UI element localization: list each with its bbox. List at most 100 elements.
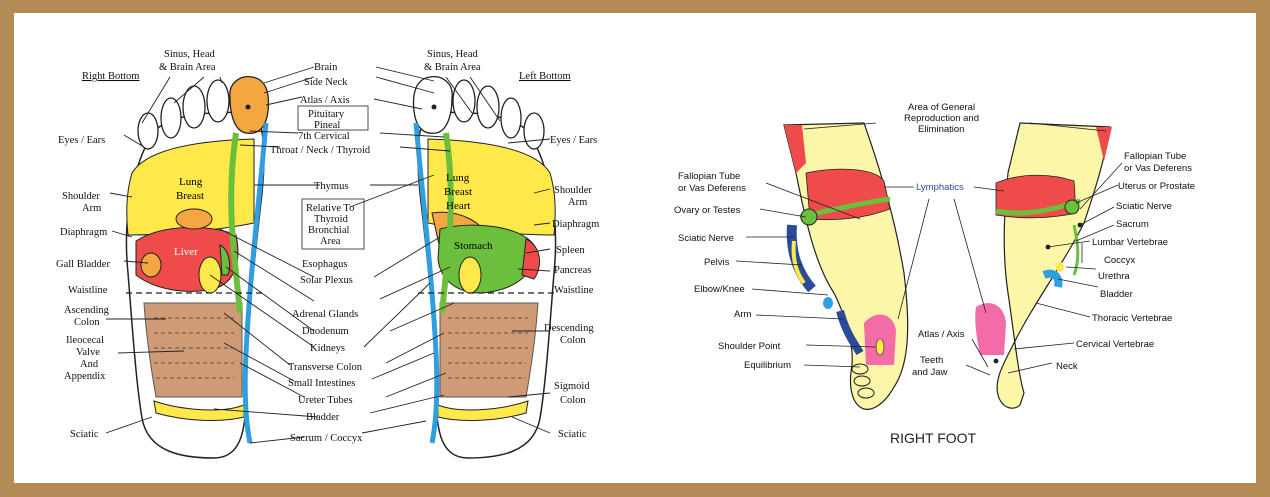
- label-sigmoid-2: Colon: [560, 395, 586, 406]
- label-small-intestines: Small Intestines: [288, 378, 355, 389]
- label-lymphatics: Lymphatics: [916, 182, 964, 193]
- label-area-3: Elimination: [918, 124, 964, 135]
- label-solar-plexus: Solar Plexus: [300, 275, 353, 286]
- label-ileocecal-2: Valve: [76, 347, 100, 358]
- label-elbow-knee: Elbow/Knee: [694, 284, 745, 295]
- label-ascending-2: Colon: [74, 317, 100, 328]
- label-transverse: Transverse Colon: [288, 362, 363, 373]
- label-thoracic: Thoracic Vertebrae: [1092, 313, 1172, 324]
- label-kidneys: Kidneys: [310, 343, 345, 354]
- region-breast-label: Breast: [176, 190, 204, 202]
- label-side-neck: Side Neck: [304, 77, 348, 88]
- label-ovary: Ovary or Testes: [674, 205, 741, 216]
- label-descending-1: Descending: [544, 323, 594, 334]
- label-fallopian-right-2: or Vas Deferens: [1124, 163, 1192, 174]
- left-chart-leaders: [105, 66, 551, 444]
- outer-foot-outline: [996, 122, 1111, 409]
- pituitary-box: [297, 105, 369, 131]
- label-relative-3: Bronchial: [308, 225, 349, 236]
- label-ileocecal-1: Ileocecal: [66, 335, 104, 346]
- region-stomach-label: Stomach: [454, 240, 493, 252]
- label-neck: Neck: [1056, 361, 1078, 372]
- left-bottom-heading: Left Bottom: [519, 71, 571, 82]
- label-arm-r: Arm: [82, 203, 101, 214]
- label-esophagus: Esophagus: [302, 259, 348, 270]
- label-shoulder-r: Shoulder: [62, 191, 100, 202]
- label-descending-2: Colon: [560, 335, 586, 346]
- label-shoulder-l: Shoulder: [554, 185, 592, 196]
- label-brain: Brain: [314, 62, 338, 73]
- label-thymus: Thymus: [314, 181, 348, 192]
- region-heart-label: Heart: [446, 200, 470, 212]
- right-foot-caption: RIGHT FOOT: [890, 430, 977, 446]
- label-atlas-axis-side: Atlas / Axis: [918, 329, 965, 340]
- label-atlas-axis: Atlas / Axis: [300, 95, 350, 106]
- label-sinus-2-left: & Brain Area: [424, 62, 481, 73]
- label-arm-l: Arm: [568, 197, 587, 208]
- diagram-frame: Lung Breast Liver: [14, 13, 1256, 483]
- label-teeth: Teeth: [920, 355, 943, 366]
- label-waistline-l: Waistline: [554, 285, 594, 296]
- label-area-2: Reproduction and: [904, 113, 979, 124]
- left-sole: Lung Breast Heart Stomach: [412, 76, 557, 459]
- label-7th-cervical: 7th Cervical: [298, 131, 350, 142]
- label-sigmoid-1: Sigmoid: [554, 381, 590, 392]
- label-eyes-ears-l: Eyes / Ears: [550, 135, 597, 146]
- label-sciatic-nerve-left: Sciatic Nerve: [678, 233, 734, 244]
- inner-reproduction-area: [784, 125, 806, 173]
- label-pituitary: Pituitary: [308, 109, 345, 120]
- label-ileocecal-3: And: [80, 359, 99, 370]
- label-sciatic-l: Sciatic: [558, 429, 587, 440]
- left-chart-labels: Right Bottom Left Bottom Sinus, Head & B…: [56, 49, 599, 444]
- label-relative-2: Thyroid: [314, 214, 349, 225]
- label-waistline-r: Waistline: [68, 285, 108, 296]
- relative-box: [301, 198, 365, 250]
- label-uterus: Uterus or Prostate: [1118, 181, 1195, 192]
- label-sciatic-nerve-right: Sciatic Nerve: [1116, 201, 1172, 212]
- region-lung-label-left: Lung: [446, 172, 470, 184]
- right-sole: Lung Breast Liver: [125, 76, 270, 459]
- label-fallopian-left-2: or Vas Deferens: [678, 183, 746, 194]
- label-sciatic-r: Sciatic: [70, 429, 99, 440]
- label-relative-1: Relative To: [306, 203, 354, 214]
- label-throat: Throat / Neck / Thyroid: [270, 145, 371, 156]
- label-pelvis: Pelvis: [704, 257, 730, 268]
- label-equilibrium: Equilibrium: [744, 360, 791, 371]
- label-ascending-1: Ascending: [64, 305, 110, 316]
- label-bladder-side: Bladder: [1100, 289, 1133, 300]
- label-spleen: Spleen: [556, 245, 585, 256]
- label-diaphragm-l: Diaphragm: [552, 219, 599, 230]
- label-sinus-1: Sinus, Head: [164, 49, 215, 60]
- label-area-1: Area of General: [908, 102, 975, 113]
- region-breast-label-left: Breast: [444, 186, 472, 198]
- label-lumbar: Lumbar Vertebrae: [1092, 237, 1168, 248]
- label-coccyx: Coccyx: [1104, 255, 1135, 266]
- label-sinus-1-left: Sinus, Head: [427, 49, 478, 60]
- label-duodenum: Duodenum: [302, 326, 349, 337]
- label-pineal: Pineal: [314, 120, 340, 131]
- label-diaphragm-r: Diaphragm: [60, 227, 107, 238]
- label-jaw: and Jaw: [912, 367, 948, 378]
- label-eyes-ears-r: Eyes / Ears: [58, 135, 105, 146]
- right-bottom-heading: Right Bottom: [82, 71, 139, 82]
- label-fallopian-left-1: Fallopian Tube: [678, 171, 740, 182]
- label-adrenal: Adrenal Glands: [292, 309, 358, 320]
- label-urethra: Urethra: [1098, 271, 1130, 282]
- sole-charts: Lung Breast Liver: [56, 49, 599, 459]
- label-sacrum-side: Sacrum: [1116, 219, 1149, 230]
- label-arm: Arm: [734, 309, 752, 320]
- label-gall-bladder: Gall Bladder: [56, 259, 110, 270]
- label-sacrum: Sacrum / Coccyx: [290, 433, 363, 444]
- label-fallopian-right-1: Fallopian Tube: [1124, 151, 1186, 162]
- inner-lymph-band: [805, 168, 891, 221]
- label-relative-4: Area: [320, 236, 341, 247]
- label-ureter: Ureter Tubes: [298, 395, 353, 406]
- region-liver-label: Liver: [174, 246, 198, 258]
- side-view-charts: Area of General Reproduction and Elimina…: [674, 102, 1195, 446]
- reflexology-diagram: Lung Breast Liver: [56, 49, 1195, 459]
- outer-neck-area: [975, 303, 1006, 355]
- label-ileocecal-4: Appendix: [64, 371, 106, 382]
- label-shoulder-point: Shoulder Point: [718, 341, 781, 352]
- label-bladder: Bladder: [306, 412, 340, 423]
- region-lung-label: Lung: [179, 176, 203, 188]
